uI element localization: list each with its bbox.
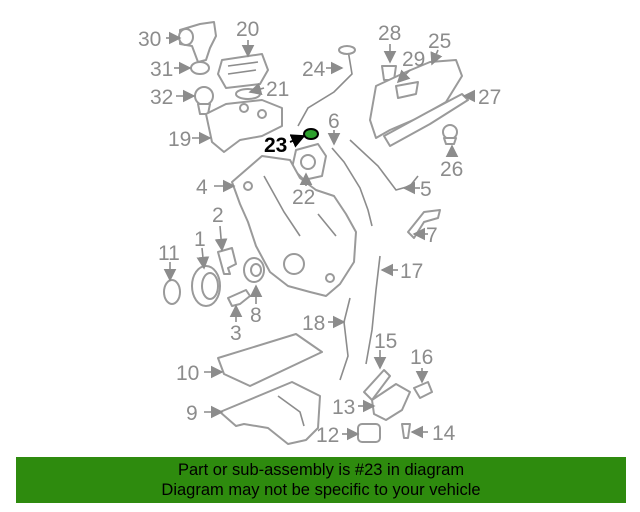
callout-3: 3 [230, 322, 242, 345]
part-17-dipstick-tube [365, 255, 381, 365]
banner-line-2: Diagram may not be specific to your vehi… [161, 481, 481, 499]
callout-15: 15 [374, 330, 397, 353]
callout-32: 32 [150, 86, 173, 109]
callout-10: 10 [176, 362, 199, 385]
part-15-bracket [363, 369, 391, 401]
callout-31: 31 [150, 58, 173, 81]
part-23-seal-highlighted [303, 128, 319, 140]
callout-19: 19 [168, 128, 191, 151]
callout-24: 24 [302, 58, 326, 81]
callout-22: 22 [292, 186, 315, 209]
part-12-oil-filter [357, 423, 381, 443]
callout-16: 16 [410, 346, 433, 369]
part-8-pulley [243, 257, 265, 283]
callout-7: 7 [426, 224, 438, 247]
part-25-valve-cover [369, 59, 463, 139]
callout-25: 25 [428, 30, 451, 53]
leader-lines [163, 31, 476, 441]
callout-23-highlighted: 23 [264, 134, 287, 157]
callout-9: 9 [186, 402, 198, 425]
callout-13: 13 [332, 396, 355, 419]
part-30-housing [178, 21, 217, 63]
callout-14: 14 [432, 422, 456, 445]
info-banner: Part or sub-assembly is #23 in diagram D… [16, 457, 626, 503]
part-6-tube [331, 147, 373, 227]
part-9-oil-pan [219, 381, 321, 445]
callout-5: 5 [420, 178, 432, 201]
callout-20: 20 [236, 18, 259, 41]
part-16-sensor [413, 381, 433, 399]
callout-26: 26 [440, 158, 463, 181]
callout-17: 17 [400, 260, 423, 283]
part-26-oil-cap [442, 124, 458, 145]
part-5-tube [349, 139, 419, 191]
part-20-cover [217, 53, 269, 89]
callout-27: 27 [478, 86, 501, 109]
part-11-seal [163, 279, 181, 305]
callout-18: 18 [302, 312, 325, 335]
banner-line-1: Part or sub-assembly is #23 in diagram [177, 461, 465, 479]
callout-labels: 30 31 32 19 20 21 24 28 29 25 27 26 6 5 … [138, 18, 501, 447]
callout-29: 29 [402, 48, 425, 71]
callout-12: 12 [316, 424, 339, 447]
callout-11: 11 [158, 242, 180, 265]
part-2-bracket [217, 247, 237, 275]
part-3-sensor [227, 289, 251, 307]
callout-2: 2 [212, 204, 224, 227]
part-18-dipstick [339, 297, 351, 381]
callout-4: 4 [196, 176, 208, 199]
callout-30: 30 [138, 28, 161, 51]
part-1-pulley [191, 265, 221, 307]
part-19-manifold [205, 99, 283, 153]
part-4-front-cover [231, 155, 357, 297]
callout-28: 28 [378, 22, 401, 45]
callout-8: 8 [250, 304, 262, 327]
part-14-bolt [401, 423, 411, 439]
part-32-thermostat [194, 86, 214, 115]
callout-6: 6 [328, 110, 340, 133]
part-24-tube [297, 45, 356, 127]
exploded-parts-diagram: 30 31 32 19 20 21 24 28 29 25 27 26 6 5 … [138, 18, 501, 447]
callout-1: 1 [194, 228, 206, 251]
part-13-adapter [371, 383, 411, 421]
part-31-seal [190, 61, 210, 75]
callout-21: 21 [266, 78, 289, 101]
